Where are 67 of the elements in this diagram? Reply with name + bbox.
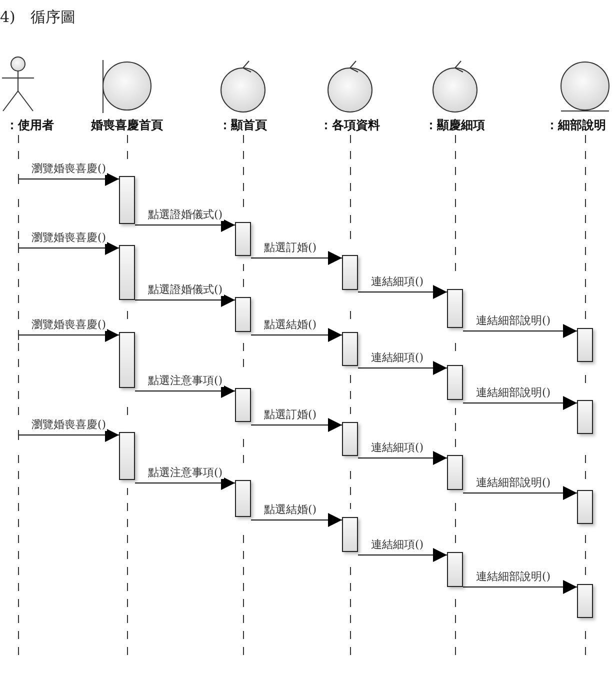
activation-bar (119, 245, 135, 300)
edge-label: 點選證婚儀式() (147, 283, 224, 296)
edge-label: 連結細項() (370, 351, 425, 364)
message-arrow (250, 328, 342, 342)
activation-bar (235, 388, 251, 422)
participant-label: 婚喪喜慶首頁 (90, 117, 164, 134)
message-arrow (250, 418, 342, 432)
edge-label: 點選證婚儀式() (147, 208, 224, 221)
message-arrow (462, 396, 578, 410)
activation-bar (577, 490, 593, 524)
participant-label: ：細部說明 (545, 117, 607, 134)
edge-label: 連結細項() (370, 538, 425, 551)
activation-bar (447, 289, 463, 328)
activation-bar (235, 297, 251, 332)
activation-bar (119, 432, 135, 480)
edge-label: 點選訂婚() (263, 408, 318, 421)
message-arrow (18, 428, 120, 442)
activation-bar (447, 365, 463, 400)
activation-bar (577, 584, 593, 618)
message-arrow (358, 451, 448, 465)
message-arrow (250, 251, 342, 265)
activation-bar (235, 480, 251, 517)
activation-bar (447, 455, 463, 490)
edge-label: 瀏覽婚喪喜慶() (30, 231, 108, 244)
edge-label: 點選結婚() (263, 503, 318, 516)
message-arrow (134, 476, 236, 490)
edge-label: 點選結婚() (263, 318, 318, 331)
edge-label: 點選注意事項() (147, 374, 224, 387)
message-arrow (358, 285, 448, 299)
activation-bar (119, 332, 135, 388)
message-arrow (134, 384, 236, 398)
activation-bar (119, 176, 135, 224)
message-arrow (462, 580, 578, 594)
edge-label: 連結細項() (370, 441, 425, 454)
edge-label: 瀏覽婚喪喜慶() (30, 418, 108, 431)
activation-bar (577, 328, 593, 362)
participant-label: ：顯首頁 (218, 117, 268, 134)
message-arrow (358, 548, 448, 562)
activation-bar (342, 255, 358, 290)
edge-label: 瀏覽婚喪喜慶() (30, 318, 108, 331)
edge-label: 連結細部說明() (475, 476, 552, 489)
message-arrow (358, 361, 448, 375)
activation-bar (447, 552, 463, 587)
edge-label: 連結細項() (370, 275, 425, 288)
activation-bar (577, 400, 593, 434)
message-arrow (462, 324, 578, 338)
participant-label: ：顯慶細項 (424, 117, 486, 134)
message-arrow (462, 486, 578, 500)
activation-bar (235, 222, 251, 256)
edge-label: 瀏覽婚喪喜慶() (30, 162, 108, 175)
edge-label: 點選注意事項() (147, 466, 224, 479)
message-arrow (134, 218, 236, 232)
message-arrow (134, 293, 236, 307)
edge-label: 連結細部說明() (475, 570, 552, 583)
participant-label: ：各項資料 (319, 117, 381, 134)
edge-label: 連結細部說明() (475, 386, 552, 399)
participant-label: ：使用者 (5, 117, 55, 134)
diagram-title: 4) 循序圖 (0, 8, 76, 27)
activation-bar (342, 332, 358, 366)
message-arrow (18, 172, 120, 186)
edge-label: 點選訂婚() (263, 241, 318, 254)
message-arrow (18, 328, 120, 342)
message-arrow (250, 513, 342, 527)
activation-bar (342, 422, 358, 456)
edge-label: 連結細部說明() (475, 314, 552, 327)
activation-bar (342, 517, 358, 552)
message-arrow (18, 241, 120, 255)
